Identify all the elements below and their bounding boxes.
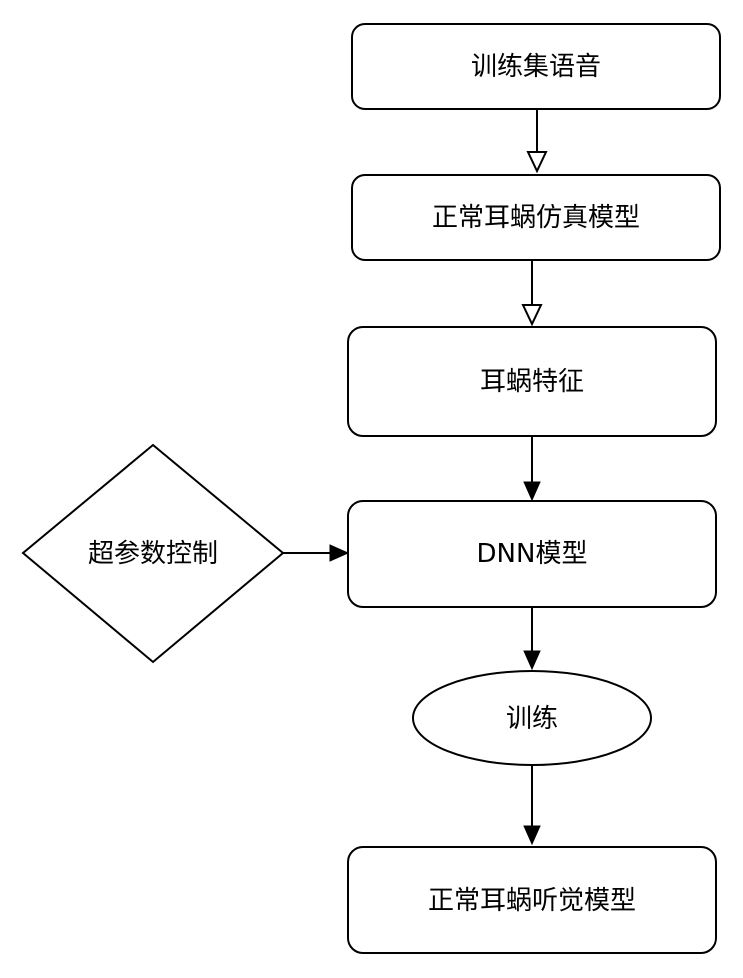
edges bbox=[283, 109, 548, 846]
open-arrowhead-icon bbox=[521, 304, 543, 327]
node-training-speech: 训练集语音 bbox=[351, 23, 721, 110]
node-dnn-model: DNN模型 bbox=[347, 500, 717, 608]
open-arrowhead-icon bbox=[526, 151, 548, 174]
node-label: DNN模型 bbox=[477, 539, 588, 569]
node-auditory-model: 正常耳蜗听觉模型 bbox=[347, 846, 717, 954]
node-label: 正常耳蜗听觉模型 bbox=[428, 886, 636, 916]
solid-arrowhead-icon bbox=[523, 825, 541, 846]
node-cochlear-features: 耳蜗特征 bbox=[347, 326, 717, 437]
node-label: 正常耳蜗仿真模型 bbox=[432, 203, 640, 233]
process-box bbox=[351, 23, 721, 110]
node-label: 训练集语音 bbox=[471, 52, 601, 82]
node-label: 训练 bbox=[506, 704, 558, 734]
terminal-ellipse bbox=[412, 670, 652, 766]
decision-diamond bbox=[21, 443, 285, 664]
node-training: 训练 bbox=[412, 670, 652, 766]
process-box bbox=[347, 500, 717, 608]
solid-arrowhead-icon bbox=[523, 650, 541, 671]
node-label: 超参数控制 bbox=[88, 539, 218, 569]
solid-arrowhead-icon bbox=[523, 481, 541, 502]
process-box bbox=[351, 174, 721, 261]
node-cochlea-simulation-model: 正常耳蜗仿真模型 bbox=[351, 174, 721, 261]
process-box bbox=[347, 846, 717, 954]
node-label: 耳蜗特征 bbox=[480, 367, 584, 397]
solid-arrowhead-icon bbox=[329, 544, 350, 562]
process-box bbox=[347, 326, 717, 437]
node-hyperparameter-control: 超参数控制 bbox=[21, 443, 285, 664]
